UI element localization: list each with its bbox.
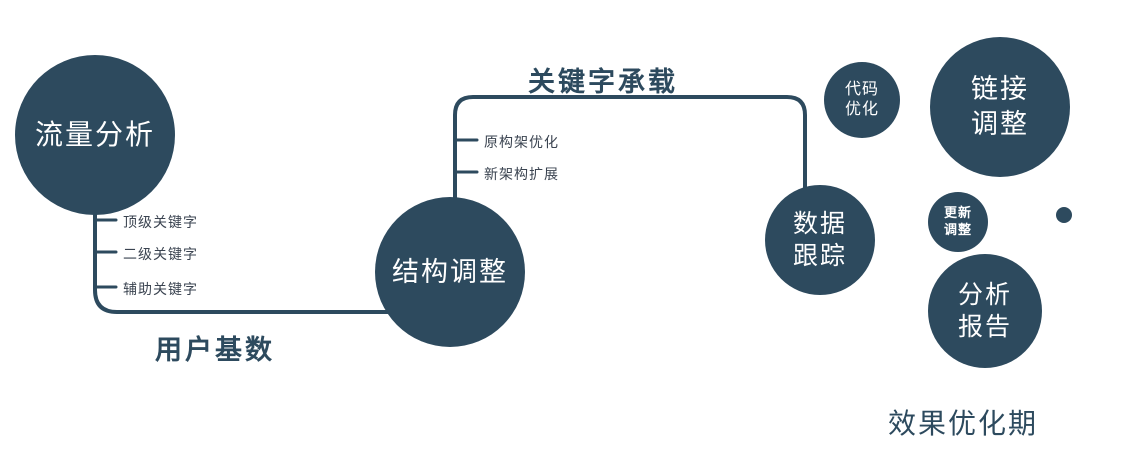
node-analysis-report: 分析 报告 — [928, 254, 1042, 368]
node-small-dot — [1056, 207, 1072, 223]
edge-label-keyword-bearing: 关键字承载 — [528, 67, 678, 97]
branch-label-aux-keyword: 辅助关键字 — [123, 281, 198, 297]
node-data-tracking-line2: 跟踪 — [792, 242, 847, 270]
node-data-tracking: 数据 跟踪 — [765, 185, 875, 295]
node-structure-adjust-label: 结构调整 — [392, 256, 508, 287]
node-traffic-analysis: 流量分析 — [15, 55, 175, 215]
node-update-adjust-line1: 更新 — [943, 205, 972, 221]
branch-label-top-keyword: 顶级关键字 — [123, 214, 198, 230]
node-data-tracking-line1: 数据 — [792, 210, 847, 238]
node-code-optimize-line1: 代码 — [844, 80, 879, 98]
node-link-adjust: 链接 调整 — [930, 37, 1070, 177]
edge-structure-to-data — [453, 95, 807, 217]
branch-label-new-structure: 新架构扩展 — [484, 166, 559, 182]
node-traffic-analysis-label: 流量分析 — [34, 119, 155, 151]
branch-label-second-keyword: 二级关键字 — [123, 246, 198, 262]
node-link-adjust-line1: 链接 — [971, 74, 1029, 105]
node-link-adjust-line2: 调整 — [971, 109, 1029, 139]
node-update-adjust-line2: 调整 — [943, 222, 972, 237]
node-code-optimize-line2: 优化 — [844, 101, 879, 118]
node-update-adjust: 更新 调整 — [928, 192, 988, 252]
branch-label-original-structure: 原构架优化 — [484, 134, 559, 150]
footer-label-effect-phase: 效果优化期 — [888, 408, 1039, 439]
edge-label-user-base: 用户基数 — [155, 335, 275, 365]
edge-traffic-to-structure — [93, 198, 402, 314]
node-code-optimize: 代码 优化 — [824, 62, 900, 138]
node-analysis-report-line2: 报告 — [957, 313, 1012, 341]
node-structure-adjust: 结构调整 — [375, 197, 525, 347]
node-analysis-report-line1: 分析 — [957, 281, 1012, 309]
